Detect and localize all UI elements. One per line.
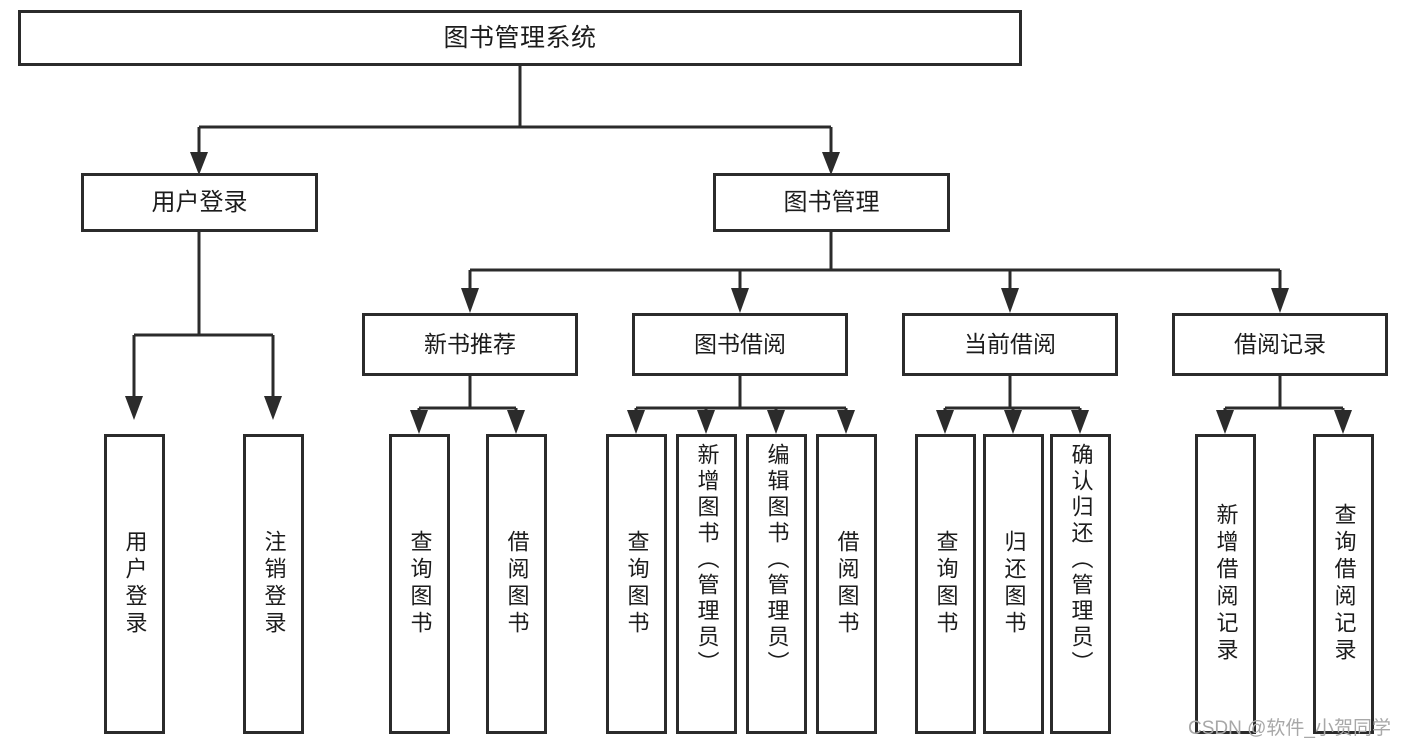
- arrowhead-leaf-user-login: [125, 396, 143, 420]
- node-user-login[interactable]: 用户登录: [81, 173, 318, 232]
- arrowhead-borrow-leaf-3: [767, 410, 785, 434]
- arrowhead-current-borrow: [1001, 288, 1019, 313]
- arrowhead-recommend-leaf-2: [507, 410, 525, 434]
- node-root-book-management-system[interactable]: 图书管理系统: [18, 10, 1022, 66]
- leaf-current-return-book[interactable]: 归还图书: [983, 434, 1044, 734]
- leaf-recommend-borrow-book[interactable]: 借阅图书: [486, 434, 547, 734]
- node-new-book-recommend[interactable]: 新书推荐: [362, 313, 578, 376]
- arrowhead-record-leaf-2: [1334, 410, 1352, 434]
- arrowhead-borrow-leaf-4: [837, 410, 855, 434]
- leaf-borrow-add-book-admin[interactable]: 新增图书（管理员）: [676, 434, 737, 734]
- leaf-label: 查询图书: [933, 530, 959, 638]
- arrowhead-current-leaf-1: [936, 410, 954, 434]
- node-label: 图书借阅: [694, 331, 786, 358]
- arrowhead-recommend-leaf-1: [410, 410, 428, 434]
- leaf-label: 查询图书: [407, 530, 433, 638]
- watermark: CSDN @软件_小贺同学: [1188, 718, 1391, 739]
- leaf-label: 注销登录: [261, 530, 287, 638]
- leaf-borrow-edit-book-admin[interactable]: 编辑图书（管理员）: [746, 434, 807, 734]
- node-book-management[interactable]: 图书管理: [713, 173, 950, 232]
- leaf-label: 用户登录: [122, 530, 148, 638]
- leaf-label: 查询图书: [624, 530, 650, 638]
- node-label: 借阅记录: [1234, 331, 1326, 358]
- leaf-current-query-book[interactable]: 查询图书: [915, 434, 976, 734]
- leaf-label: 新增借阅记录: [1213, 503, 1239, 665]
- arrowhead-leaf-logout: [264, 396, 282, 420]
- leaf-label: 编辑图书（管理员）: [764, 443, 790, 677]
- leaf-user-login[interactable]: 用户登录: [104, 434, 165, 734]
- node-current-borrow[interactable]: 当前借阅: [902, 313, 1118, 376]
- arrowhead-borrow-leaf-1: [627, 410, 645, 434]
- arrowhead-bookmgmt: [822, 152, 840, 175]
- arrowhead-record-leaf-1: [1216, 410, 1234, 434]
- leaf-label: 查询借阅记录: [1331, 503, 1357, 665]
- arrowhead-new-book-recommend: [461, 288, 479, 313]
- node-label: 当前借阅: [964, 331, 1056, 358]
- leaf-logout[interactable]: 注销登录: [243, 434, 304, 734]
- arrowhead-userlogin: [190, 152, 208, 175]
- arrowhead-current-leaf-3: [1071, 410, 1089, 434]
- node-borrow-record[interactable]: 借阅记录: [1172, 313, 1388, 376]
- node-label: 新书推荐: [424, 331, 516, 358]
- node-label: 图书管理: [783, 188, 880, 216]
- leaf-borrow-query-book[interactable]: 查询图书: [606, 434, 667, 734]
- leaf-label: 归还图书: [1001, 530, 1027, 638]
- node-book-borrow[interactable]: 图书借阅: [632, 313, 848, 376]
- leaf-recommend-query-book[interactable]: 查询图书: [389, 434, 450, 734]
- arrowhead-book-borrow: [731, 288, 749, 313]
- leaf-current-confirm-return-admin[interactable]: 确认归还（管理员）: [1050, 434, 1111, 734]
- leaf-label: 借阅图书: [504, 530, 530, 638]
- leaf-borrow-borrow-book[interactable]: 借阅图书: [816, 434, 877, 734]
- node-label: 图书管理系统: [443, 23, 597, 52]
- arrowhead-borrow-leaf-2: [697, 410, 715, 434]
- node-label: 用户登录: [151, 188, 248, 216]
- leaf-record-add-borrow-record[interactable]: 新增借阅记录: [1195, 434, 1256, 734]
- leaf-label: 新增图书（管理员）: [694, 443, 720, 677]
- leaf-label: 借阅图书: [834, 530, 860, 638]
- arrowhead-borrow-record: [1271, 288, 1289, 313]
- leaf-record-query-borrow-record[interactable]: 查询借阅记录: [1313, 434, 1374, 734]
- arrowhead-current-leaf-2: [1004, 410, 1022, 434]
- leaf-label: 确认归还（管理员）: [1068, 443, 1094, 677]
